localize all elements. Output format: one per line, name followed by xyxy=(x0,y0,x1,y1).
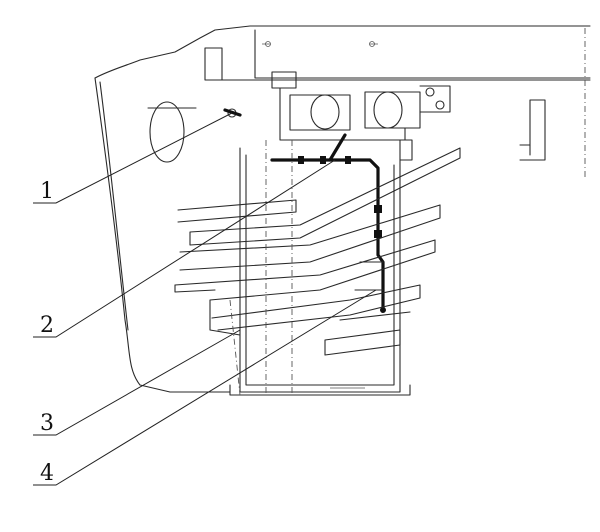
callout-1: 1 xyxy=(40,179,54,204)
wiring-harness xyxy=(223,108,386,313)
callout-3: 3 xyxy=(40,411,54,436)
centre-lines xyxy=(229,140,293,396)
shield-plates xyxy=(174,147,461,356)
callout-leaders xyxy=(33,112,377,486)
mounting-panel xyxy=(229,147,411,396)
body-outline xyxy=(94,77,237,393)
callout-2: 2 xyxy=(40,313,54,338)
frame-outline xyxy=(94,25,591,180)
callout-4: 4 xyxy=(40,461,54,486)
tank-assembly xyxy=(271,71,451,161)
